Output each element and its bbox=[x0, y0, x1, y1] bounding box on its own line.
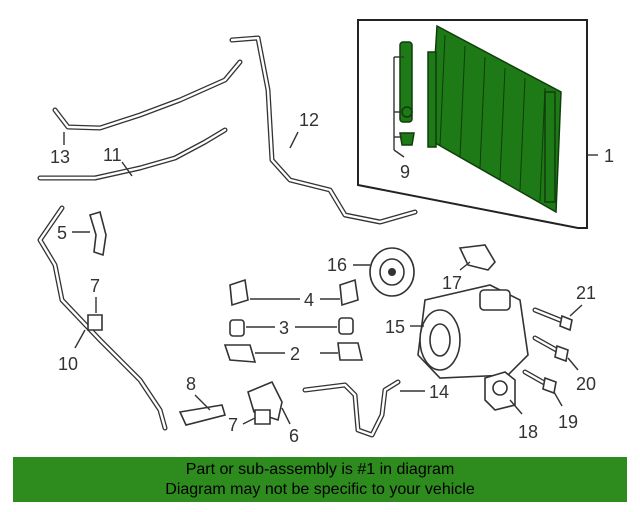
condenser-part-1[interactable] bbox=[399, 24, 562, 214]
callout-20: 20 bbox=[576, 374, 596, 394]
bracket-part-2-right[interactable] bbox=[337, 342, 364, 361]
leader-12 bbox=[289, 131, 299, 149]
leader-6 bbox=[281, 407, 291, 425]
banner-line-2: Diagram may not be specific to your vehi… bbox=[165, 480, 475, 498]
bolt-part-19[interactable] bbox=[522, 369, 557, 395]
grommet-part-3-left[interactable] bbox=[229, 319, 245, 337]
callout-14: 14 bbox=[429, 382, 449, 402]
callout-1: 1 bbox=[604, 146, 614, 166]
callout-19: 19 bbox=[558, 412, 578, 432]
callout-18: 18 bbox=[518, 422, 538, 442]
grommet-part-3-right[interactable] bbox=[338, 317, 354, 335]
hose-part-13[interactable] bbox=[52, 59, 243, 131]
callout-8: 8 bbox=[186, 374, 196, 394]
callout-16: 16 bbox=[327, 255, 347, 275]
callout-21: 21 bbox=[576, 283, 596, 303]
bolt-part-21[interactable] bbox=[532, 307, 573, 332]
parts-diagram: 1 2 3 4 5 6 7 7 8 9 10 11 12 13 14 15 16… bbox=[37, 19, 614, 446]
leader-10 bbox=[74, 329, 86, 349]
hose-part-12[interactable] bbox=[229, 35, 418, 225]
callout-4: 4 bbox=[304, 290, 314, 310]
bracket-part-18[interactable] bbox=[484, 371, 516, 411]
leader-7-lower bbox=[242, 417, 256, 425]
clip-part-7-upper[interactable] bbox=[87, 314, 103, 331]
callout-7-upper: 7 bbox=[90, 276, 100, 296]
leader-18 bbox=[509, 399, 523, 415]
leader-21 bbox=[569, 304, 583, 317]
compressor-part-15[interactable] bbox=[417, 284, 529, 379]
hose-part-14[interactable] bbox=[302, 379, 401, 438]
clutch-part-16[interactable] bbox=[369, 247, 415, 297]
notice-banner: Part or sub-assembly is #1 in diagram Di… bbox=[13, 457, 627, 502]
clip-part-7-lower[interactable] bbox=[254, 409, 271, 425]
callout-9: 9 bbox=[400, 162, 410, 182]
bracket-part-4-right[interactable] bbox=[339, 278, 359, 307]
callout-10: 10 bbox=[58, 354, 78, 374]
leader-19 bbox=[553, 391, 563, 407]
callout-3: 3 bbox=[279, 318, 289, 338]
callout-13: 13 bbox=[50, 147, 70, 167]
callout-5: 5 bbox=[57, 223, 67, 243]
callout-12: 12 bbox=[299, 110, 319, 130]
banner-line-1: Part or sub-assembly is #1 in diagram bbox=[185, 460, 455, 478]
bracket-part-5[interactable] bbox=[89, 210, 107, 257]
bracket-part-2-left[interactable] bbox=[223, 344, 257, 363]
tube-part-10[interactable] bbox=[37, 205, 168, 431]
leader-8 bbox=[194, 394, 211, 411]
callout-6: 6 bbox=[289, 426, 299, 446]
leader-20 bbox=[567, 357, 579, 371]
condenser-inset bbox=[357, 19, 588, 229]
bolt-part-20[interactable] bbox=[532, 335, 569, 363]
bracket-part-4-left[interactable] bbox=[229, 278, 249, 307]
callout-17: 17 bbox=[442, 273, 462, 293]
callout-2: 2 bbox=[290, 344, 300, 364]
bracket-part-8[interactable] bbox=[178, 404, 227, 426]
callout-15: 15 bbox=[385, 317, 405, 337]
callout-7-lower: 7 bbox=[228, 415, 238, 435]
callout-11: 11 bbox=[103, 145, 122, 165]
leader-17 bbox=[459, 261, 471, 271]
leader-11 bbox=[121, 161, 133, 177]
hose-part-11[interactable] bbox=[37, 127, 228, 181]
